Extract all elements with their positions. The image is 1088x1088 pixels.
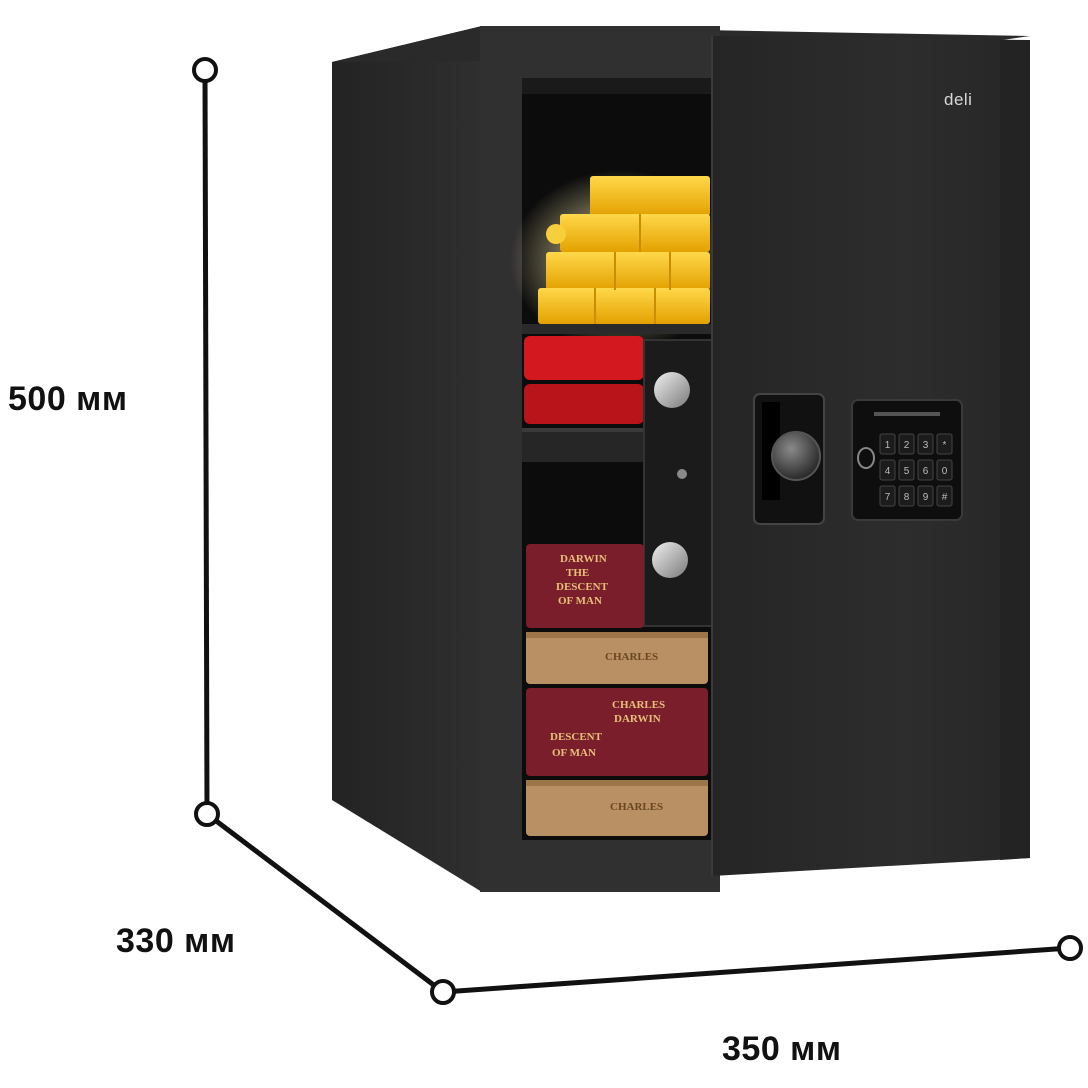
keypad-key[interactable] <box>917 485 934 507</box>
height-dimension-label: 500 мм <box>8 380 128 418</box>
keypad-key-label: 9 <box>923 492 929 503</box>
svg-text:OF MAN: OF MAN <box>552 747 596 759</box>
keypad-key-label: 1 <box>885 440 891 451</box>
keypad-key[interactable] <box>879 433 896 455</box>
keypad-key[interactable] <box>898 459 915 481</box>
book-spine-text: DARWIN <box>560 553 607 565</box>
keypad-key-label: * <box>943 440 947 451</box>
inner-compartment <box>643 339 713 627</box>
inner-hinge-knob-top <box>654 372 690 408</box>
keypad-key-label: 7 <box>885 492 891 503</box>
keypad-key[interactable] <box>898 485 915 507</box>
keypad-key-label: 0 <box>942 466 948 477</box>
book-maroon-1 <box>526 544 644 628</box>
svg-text:CHARLES: CHARLES <box>605 651 658 663</box>
depth-dimension-label: 330 мм <box>116 922 236 960</box>
svg-text:CHARLES: CHARLES <box>612 699 665 711</box>
book-tan-2 <box>526 780 708 836</box>
dimension-node-bottom <box>430 979 456 1005</box>
inner-hinge-knob-bottom <box>652 542 688 578</box>
dimension-node-top <box>192 57 218 83</box>
safe-shelf-top <box>522 324 714 334</box>
book-tan-1 <box>526 632 708 684</box>
keypad-key[interactable] <box>917 459 934 481</box>
dimension-lines <box>192 57 1083 1005</box>
svg-text:CHARLES: CHARLES <box>610 801 663 813</box>
keypad-key-label: 5 <box>904 466 910 477</box>
keypad-key[interactable] <box>936 485 953 507</box>
dimension-node-right <box>1057 935 1083 961</box>
keypad-key[interactable] <box>879 485 896 507</box>
fingerprint-icon <box>857 447 875 469</box>
keypad-key[interactable] <box>936 459 953 481</box>
keyhole-icon <box>677 469 687 479</box>
gold-bars <box>538 176 710 324</box>
keypad-key-label: 4 <box>885 466 891 477</box>
keypad-key-label: 3 <box>923 440 929 451</box>
book-maroon-2 <box>526 688 708 776</box>
dimension-node-left <box>194 801 220 827</box>
safe: DARWIN THE DESCENT OF MAN CHARLES CHARLE… <box>332 26 1030 892</box>
keypad-key[interactable] <box>936 433 953 455</box>
brand-logo: deli <box>944 90 973 109</box>
keypad-key[interactable] <box>917 433 934 455</box>
keypad-key-label: 2 <box>904 440 910 451</box>
door-handle[interactable] <box>753 393 825 525</box>
svg-text:DESCENT: DESCENT <box>550 731 603 743</box>
keypad-key-label: # <box>942 492 948 503</box>
red-boxes <box>524 336 644 424</box>
svg-text:THE: THE <box>566 567 589 579</box>
safe-side-panel <box>332 26 482 892</box>
svg-text:DESCENT: DESCENT <box>556 581 609 593</box>
svg-text:OF MAN: OF MAN <box>558 595 602 607</box>
width-dimension-label: 350 мм <box>722 1030 842 1068</box>
svg-text:DARWIN: DARWIN <box>614 713 661 725</box>
keypad-key[interactable] <box>898 433 915 455</box>
dial-knob <box>771 431 821 481</box>
keypad-keys: 1 2 3 * 4 5 6 0 7 8 9 # <box>879 433 953 507</box>
keypad-key[interactable] <box>879 459 896 481</box>
keypad-key-label: 8 <box>904 492 910 503</box>
keypad[interactable]: 1 2 3 * 4 5 6 0 7 8 9 # <box>851 399 963 521</box>
keypad-key-label: 6 <box>923 466 929 477</box>
books: DARWIN THE DESCENT OF MAN CHARLES CHARLE… <box>526 544 708 836</box>
